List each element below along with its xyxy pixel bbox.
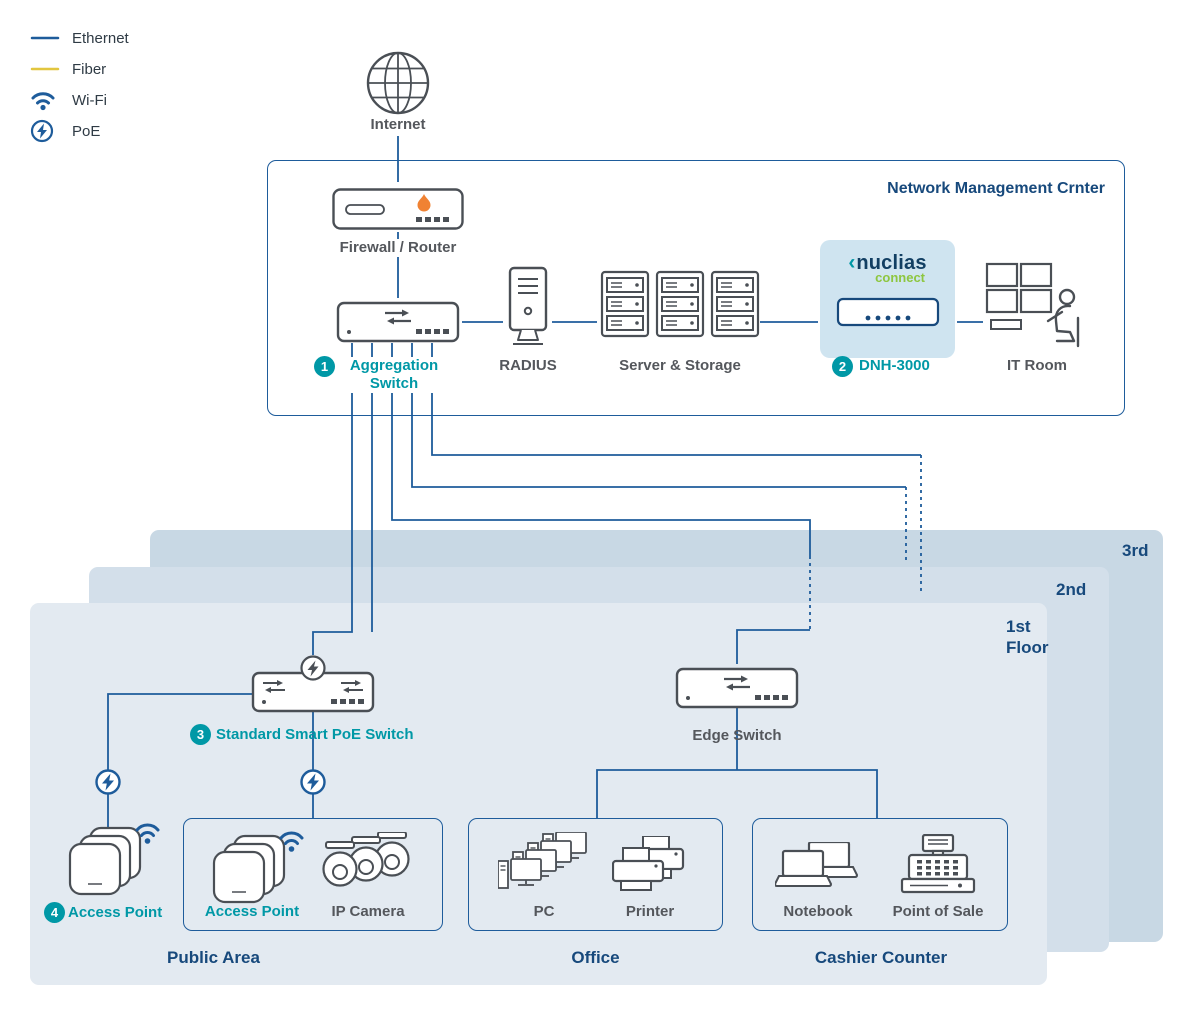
aggregation-switch-icon — [336, 300, 460, 349]
aggregation-switch-label: Aggregation Switch — [338, 357, 450, 393]
person — [1046, 288, 1080, 348]
office-box — [468, 818, 723, 931]
server-storage-icon — [600, 270, 760, 347]
badge-2: 2 — [832, 356, 853, 377]
badge-1: 1 — [314, 356, 335, 377]
floor-label-1st: 1st Floor — [1006, 617, 1049, 657]
public-area-box — [183, 818, 443, 931]
public-area-title: Public Area — [167, 948, 260, 967]
dnh-3000-device-icon — [836, 295, 940, 334]
it-room-icon — [985, 260, 1089, 355]
legend-item-fiber: Fiber — [30, 57, 129, 81]
internet-globe-icon — [363, 48, 433, 123]
printer-label: Printer — [625, 903, 675, 920]
ethernet-line-icon — [30, 30, 62, 46]
nuclias-sub-brand: connect — [875, 270, 925, 285]
legend: Ethernet Fiber Wi-Fi — [30, 26, 129, 143]
legend-label: Wi-Fi — [72, 91, 107, 109]
legend-item-ethernet: Ethernet — [30, 26, 129, 50]
flame-icon — [417, 194, 431, 212]
access-point-inside-label: Access Point — [204, 903, 300, 920]
poe-injector-icon — [94, 768, 122, 801]
poe-injector-icon — [299, 768, 327, 801]
cashier-counter-title: Cashier Counter — [814, 948, 948, 967]
office-title: Office — [571, 948, 620, 967]
nuclias-mark-icon: ‹ — [848, 251, 856, 274]
nuclias-connect-logo: ‹ nuclias — [848, 251, 927, 274]
pc-label: PC — [533, 903, 555, 920]
fiber-line-icon — [30, 61, 62, 77]
ip-camera-icon — [322, 830, 414, 901]
it-room-label: IT Room — [1007, 357, 1067, 374]
badge-3: 3 — [190, 724, 211, 745]
radius-server-icon — [506, 266, 550, 353]
legend-label: Fiber — [72, 60, 107, 78]
keyboard — [990, 319, 1022, 330]
nuclias-brand: nuclias — [856, 252, 927, 274]
wifi-icon — [30, 89, 62, 111]
point-of-sale-icon — [896, 833, 980, 903]
floor-label-3rd: 3rd — [1122, 541, 1149, 560]
radius-label: RADIUS — [499, 357, 557, 374]
poe-switch-icon — [251, 655, 375, 720]
nmc-title: Network Management Crnter — [887, 180, 1105, 197]
edge-switch-icon — [675, 666, 799, 715]
poe-switch-label: Standard Smart PoE Switch — [216, 726, 414, 743]
legend-item-wifi: Wi-Fi — [30, 88, 129, 112]
firewall-router-icon — [332, 186, 464, 237]
legend-label: Ethernet — [72, 29, 129, 47]
wifi-icon — [279, 831, 304, 845]
access-point-icon — [58, 818, 160, 909]
lightning-bolt-icon — [307, 660, 319, 677]
poe-icon — [30, 119, 62, 143]
server-storage-label: Server & Storage — [619, 357, 741, 374]
legend-label: PoE — [72, 122, 101, 140]
notebook-icon — [773, 840, 861, 895]
badge-4: 4 — [44, 902, 65, 923]
cashier-counter-box — [752, 818, 1008, 931]
wifi-icon — [135, 823, 160, 837]
firewall-label: Firewall / Router — [318, 239, 478, 257]
access-point-icon — [202, 826, 304, 917]
legend-item-poe: PoE — [30, 119, 129, 143]
access-point-outside-label: Access Point — [68, 904, 163, 921]
printer-icon — [611, 834, 688, 899]
ip-camera-label: IP Camera — [331, 903, 405, 920]
pc-icon — [497, 831, 590, 897]
point-of-sale-label: Point of Sale — [892, 903, 984, 920]
nuclias-connect-panel: ‹ nuclias connect — [820, 240, 955, 358]
internet-label: Internet — [370, 116, 426, 133]
notebook-label: Notebook — [783, 903, 853, 920]
floor-label-2nd: 2nd — [1056, 580, 1087, 599]
edge-switch-label: Edge Switch — [692, 727, 782, 744]
dnh-3000-label: DNH-3000 — [859, 357, 930, 374]
